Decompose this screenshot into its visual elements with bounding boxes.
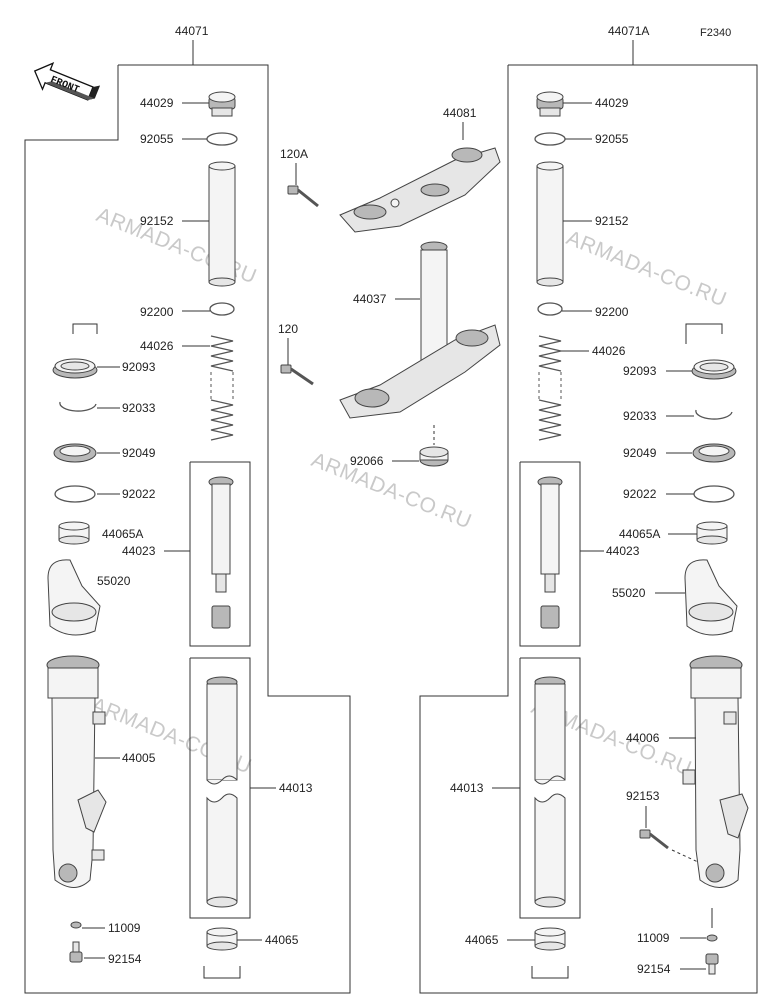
part-label: 92154 <box>637 962 671 976</box>
bushing-icon <box>534 927 566 951</box>
o-ring-icon <box>206 132 238 146</box>
part-label: 92049 <box>122 446 156 460</box>
part-label: 92093 <box>122 360 156 374</box>
watermark: ARMADA-CO.RU <box>308 448 475 533</box>
part-label: 120 <box>278 322 298 336</box>
axle-bolt-icon <box>639 829 669 850</box>
part-label: 92093 <box>623 364 657 378</box>
right-fork-assembly: 44071A 44029 92055 92152 92200 <box>419 24 758 994</box>
part-label: 44065A <box>619 527 660 541</box>
part-label: 92200 <box>595 305 629 319</box>
part-label: 55020 <box>612 586 646 600</box>
steering-stem-group: 44081 120A 44037 120 <box>278 106 501 468</box>
left-fork-assembly: 44071 44029 92055 92152 92200 <box>24 24 351 994</box>
watermark: ARMADA-CO.RU <box>563 226 730 311</box>
diagram-code: F2340 <box>700 27 731 39</box>
protector-icon <box>684 559 738 636</box>
snap-ring-icon <box>59 401 97 412</box>
snap-ring-icon <box>695 409 733 420</box>
upper-bracket-icon <box>339 147 501 233</box>
part-label: 44081 <box>443 106 477 120</box>
dust-seal-icon <box>685 323 737 380</box>
part-label: 44026 <box>140 339 174 353</box>
cylinder-icon <box>537 476 563 629</box>
outer-tube-left-icon <box>46 655 107 888</box>
part-label: 120A <box>280 147 308 161</box>
inner-tube-icon <box>206 676 238 908</box>
part-label: 92033 <box>623 409 657 423</box>
part-label: 44037 <box>353 292 387 306</box>
spring-icon <box>538 335 562 441</box>
part-label: 11009 <box>637 931 670 945</box>
oil-seal-icon <box>53 443 97 463</box>
stem-bracket-icon <box>339 241 501 419</box>
cap-bolt-icon <box>536 91 564 117</box>
part-label: 92066 <box>350 454 384 468</box>
part-label: 92022 <box>623 487 657 501</box>
outer-tube-right-icon <box>682 655 749 888</box>
part-label: 44013 <box>450 781 484 795</box>
part-label: 44065 <box>265 933 299 947</box>
washer-icon <box>209 302 235 316</box>
bushing-icon <box>696 521 728 545</box>
part-label: 11009 <box>108 921 141 935</box>
part-label: 92033 <box>122 401 156 415</box>
protector-icon <box>47 559 101 636</box>
oil-seal-icon <box>692 443 736 463</box>
gasket-icon <box>70 921 82 929</box>
part-label: 92154 <box>108 952 142 966</box>
part-label: 92152 <box>595 214 629 228</box>
part-label: 92055 <box>595 132 629 146</box>
washer-icon <box>537 302 563 316</box>
socket-bolt-icon <box>705 953 719 975</box>
inner-tube-icon <box>534 676 566 908</box>
part-label: 44029 <box>595 96 629 110</box>
dust-seal-icon <box>52 323 98 379</box>
spacer-tube-icon <box>536 161 564 287</box>
part-label: 44023 <box>122 544 156 558</box>
front-arrow-icon: FRONT <box>33 62 101 101</box>
spring-icon <box>210 335 234 441</box>
part-label: 44013 <box>279 781 313 795</box>
part-label: 92153 <box>626 789 660 803</box>
part-label: 92049 <box>623 446 657 460</box>
part-label: 92055 <box>140 132 174 146</box>
bushing-icon <box>206 927 238 951</box>
part-label: 92022 <box>122 487 156 501</box>
socket-bolt-icon <box>69 941 83 963</box>
part-label: 44006 <box>626 731 660 745</box>
cylinder-icon <box>208 476 234 629</box>
part-label: 44065A <box>102 527 143 541</box>
washer-seal-icon <box>693 485 735 503</box>
bolt-icon <box>280 364 314 386</box>
bolt-icon <box>287 185 319 208</box>
washer-seal-icon <box>54 485 96 503</box>
o-ring-icon <box>534 132 566 146</box>
stem-nut-icon <box>419 446 449 467</box>
cap-bolt-icon <box>208 91 236 117</box>
part-label: 44029 <box>140 96 174 110</box>
spacer-tube-icon <box>208 161 236 287</box>
part-label: 92200 <box>140 305 174 319</box>
part-label: 92152 <box>140 214 174 228</box>
gasket-icon <box>706 934 718 942</box>
part-label: 44065 <box>465 933 499 947</box>
assembly-label-left: 44071 <box>175 24 209 38</box>
bushing-icon <box>58 521 90 545</box>
part-label: 55020 <box>97 574 131 588</box>
part-label: 44026 <box>592 344 626 358</box>
assembly-label-right: 44071A <box>608 24 649 38</box>
part-label: 44023 <box>606 544 640 558</box>
part-label: 44005 <box>122 751 156 765</box>
